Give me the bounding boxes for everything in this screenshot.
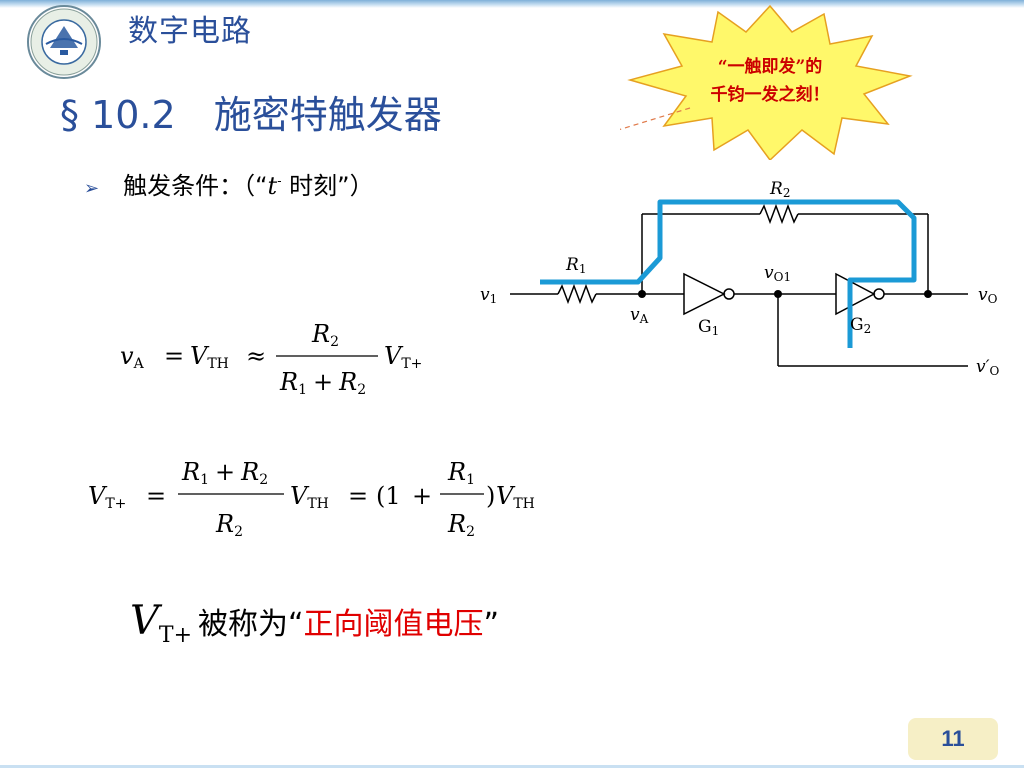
- inverter-g1: [683, 272, 726, 316]
- label-v1: v1: [480, 285, 497, 306]
- label-va: vA: [630, 305, 649, 326]
- label-vo-prime: v′O: [976, 357, 999, 378]
- bullet-arrow-icon: ➢: [84, 178, 100, 199]
- eq1-approx: ≈: [246, 342, 266, 370]
- label-r2: R2: [769, 179, 790, 200]
- statement-close: ”: [483, 607, 500, 642]
- eq1-vt: VT+: [384, 342, 422, 372]
- label-r1: R1: [565, 255, 586, 276]
- section-number: § 10.2: [60, 93, 176, 137]
- eq2-inner-numerator: R1: [447, 458, 475, 488]
- page-number-text: 11: [941, 726, 965, 751]
- eq2-vth2: VTH: [496, 482, 535, 512]
- eq2-equals2: =: [348, 482, 368, 510]
- statement-sub: T+: [158, 623, 192, 648]
- schmitt-trigger-circuit: v1 R1 R2 vA G1 G2 vO1 vO v′O: [480, 179, 999, 378]
- university-seal-logo: [27, 5, 101, 79]
- bullet-t: t: [267, 172, 278, 200]
- section-name: 施密特触发器: [213, 93, 442, 137]
- course-title: 数字电路: [128, 14, 252, 49]
- eq1-numerator: R2: [311, 320, 339, 350]
- eq1-vth: VTH: [190, 342, 229, 372]
- label-g1: G1: [698, 317, 719, 338]
- equation-va: vA = VTH ≈ R2 R1+R2 VT+: [120, 320, 422, 398]
- eq1-equals: =: [164, 342, 184, 370]
- eq2-equals: =: [146, 482, 166, 510]
- section-title: § 10.2 施密特触发器: [60, 84, 442, 139]
- label-vo: vO: [978, 285, 998, 306]
- resistor-r2: [759, 203, 799, 225]
- vt-plus-definition: VT+被称为“正向阈值电压”: [130, 598, 499, 648]
- statement-text: 被称为“: [198, 607, 304, 642]
- page-number: 11: [908, 718, 998, 760]
- resistor-r1: [557, 283, 597, 305]
- eq2-paren-open: (1: [376, 482, 401, 510]
- starburst-callout: “一触即发”的 千钧一发之刻！: [620, 4, 913, 160]
- top-gradient-bar: [0, 0, 1024, 8]
- signal-path-highlight: [540, 199, 917, 348]
- eq2-paren-close: ): [486, 482, 495, 510]
- node-va: [638, 290, 646, 298]
- eq2-lhs: VT+: [88, 482, 126, 512]
- eq2-inner-denominator: R2: [447, 510, 475, 540]
- bullet-suffix: 时刻”）: [281, 172, 374, 200]
- trigger-condition-bullet: ➢ 触发条件：（“t- 时刻”）: [84, 166, 374, 201]
- statement-v: V: [130, 598, 159, 644]
- bottom-rule: [0, 765, 1024, 768]
- eq2-numerator: R1+R2: [181, 458, 268, 488]
- callout-line2: 千钧一发之刻！: [711, 84, 830, 105]
- bullet-t-sup: -: [277, 174, 282, 188]
- node-vo: [924, 290, 932, 298]
- eq1-lhs: vA: [120, 342, 145, 372]
- callout-line1: “一触即发”的: [718, 56, 823, 77]
- label-g2: G2: [850, 315, 871, 336]
- label-vo1: vO1: [764, 263, 791, 284]
- bullet-prefix: 触发条件：（“: [123, 172, 268, 200]
- eq2-plus: +: [412, 482, 432, 510]
- starburst-shape: [627, 4, 913, 160]
- equation-vt-plus: VT+ = R1+R2 R2 VTH = (1 + R1 R2 ) VTH: [88, 458, 535, 540]
- inverter-g2: [835, 272, 876, 316]
- statement-highlight: 正向阈值电压: [303, 607, 484, 642]
- node-vo1: [774, 290, 782, 298]
- eq2-vth: VTH: [290, 482, 329, 512]
- eq2-denominator: R2: [215, 510, 243, 540]
- eq1-denominator: R1+R2: [279, 368, 366, 398]
